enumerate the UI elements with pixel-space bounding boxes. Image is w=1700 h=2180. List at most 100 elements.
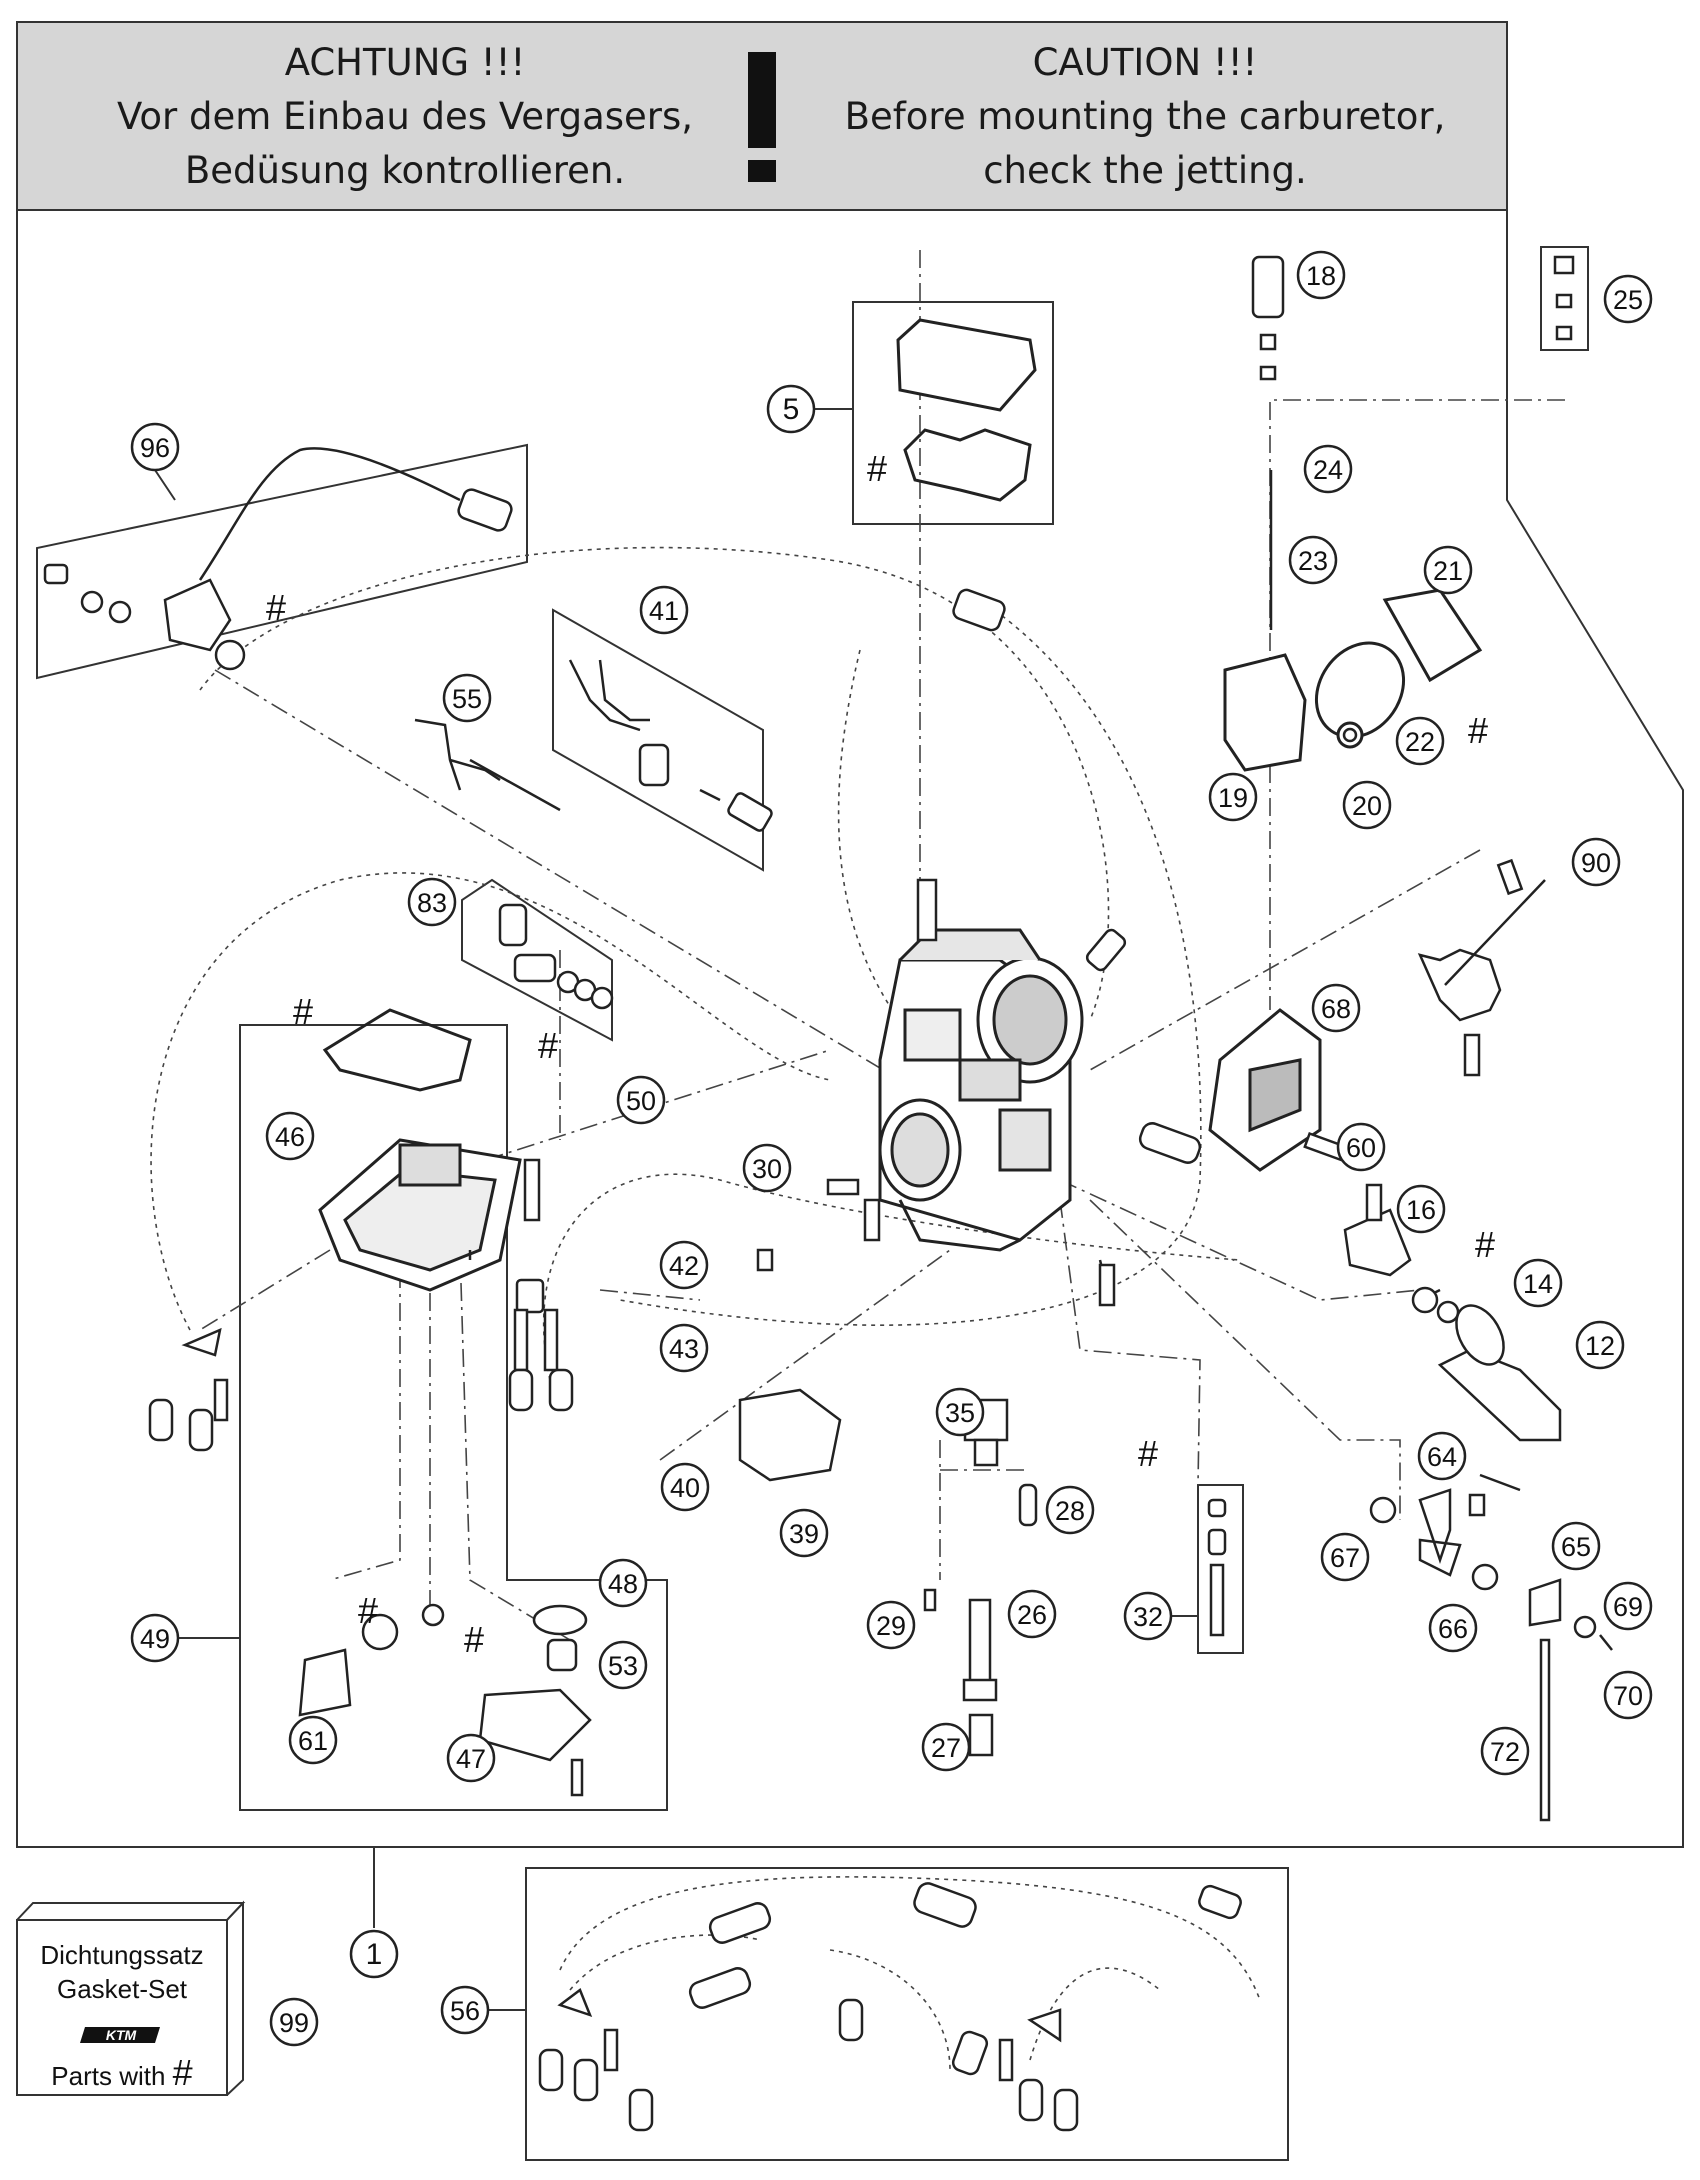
callout-circle: [1123, 1591, 1173, 1641]
callout-number: 24: [1313, 455, 1343, 485]
callout-number: 49: [140, 1624, 170, 1654]
callout-number: 27: [931, 1733, 961, 1763]
callout-circle: [766, 384, 816, 434]
sub-box-49: [178, 1024, 668, 1811]
gasket-set-parts-with: Parts with #: [17, 2055, 227, 2092]
callout-number: 68: [1321, 994, 1351, 1024]
callout-circle: [659, 1323, 709, 1373]
callout-39: 39: [779, 1508, 829, 1558]
callout-69: 69: [1603, 1581, 1653, 1631]
callout-46: 46: [265, 1111, 315, 1161]
callout-47: 47: [446, 1733, 496, 1783]
callout-68: 68: [1311, 983, 1361, 1033]
callout-99: 99: [269, 1997, 319, 2047]
callout-90: 90: [1571, 837, 1621, 887]
callout-number: 40: [670, 1473, 700, 1503]
callout-number: 47: [456, 1744, 486, 1774]
sub-box-32: [1171, 1484, 1244, 1654]
callout-42: 42: [659, 1240, 709, 1290]
callout-circle: [407, 877, 457, 927]
warning-german-line-2: Vor dem Einbau des Vergasers,: [116, 95, 694, 138]
callout-number: 29: [876, 1611, 906, 1641]
callout-49: 49: [130, 1613, 180, 1663]
ktm-logo: [80, 2027, 160, 2043]
callout-circle: [1311, 983, 1361, 1033]
callout-number: 43: [669, 1334, 699, 1364]
callout-circle: [1208, 772, 1258, 822]
callout-64: 64: [1417, 1431, 1467, 1481]
callout-70: 70: [1603, 1670, 1653, 1720]
callout-number: 99: [279, 2008, 309, 2038]
warning-english: CAUTION !!! Before mounting the carburet…: [810, 36, 1480, 198]
sub-box-5: [814, 301, 1054, 525]
callout-number: 64: [1427, 1442, 1457, 1472]
callout-number: 26: [1017, 1600, 1047, 1630]
sub-box-25: [1540, 246, 1589, 351]
callout-circle: [1571, 837, 1621, 887]
callout-23: 23: [1288, 535, 1338, 585]
callout-circle: [1342, 780, 1392, 830]
gasket-set-hash-mark: #: [1475, 1224, 1495, 1265]
callout-circle: [349, 1929, 399, 1979]
callout-circle: [598, 1558, 648, 1608]
callout-circle: [130, 1613, 180, 1663]
exclamation-bar: [748, 52, 776, 148]
callout-circle: [616, 1075, 666, 1125]
warning-banner: [16, 21, 1508, 211]
callout-circle: [442, 673, 492, 723]
warning-english-line-2: Before mounting the carburetor,: [844, 95, 1446, 138]
gasket-set-hash-mark: #: [1138, 1433, 1158, 1474]
callout-number: 61: [298, 1726, 328, 1756]
float-bowl-gasket: [322, 1008, 472, 1092]
parts-with-hash: #: [172, 2052, 193, 2093]
callout-circle: [1396, 1184, 1446, 1234]
callout-number: 28: [1055, 1496, 1085, 1526]
callout-circle: [935, 1387, 985, 1437]
callout-number: 66: [1438, 1614, 1468, 1644]
callout-number: 56: [450, 1996, 480, 2026]
callout-circle: [1296, 250, 1346, 300]
gasket-set-hash-mark: #: [358, 1590, 378, 1631]
vent-hose-paths: [150, 546, 1261, 2071]
callout-circle: [288, 1715, 338, 1765]
hose-kit-parts: [538, 1882, 1242, 2132]
callout-35: 35: [935, 1387, 985, 1437]
main-assembly-frame: [16, 210, 1684, 1848]
callout-number: 96: [140, 433, 170, 463]
callout-number: 70: [1613, 1681, 1643, 1711]
callout-number: 23: [1298, 546, 1328, 576]
float-bowl: [318, 1138, 522, 1292]
callout-number: 65: [1561, 1532, 1591, 1562]
callout-number: 42: [669, 1251, 699, 1281]
callout-circle: [1336, 1122, 1386, 1172]
misc-parts: [43, 255, 1613, 1822]
callout-circle: [1575, 1320, 1625, 1370]
throttle-position-sensor: [1208, 1008, 1322, 1172]
callout-12: 12: [1575, 1320, 1625, 1370]
callout-16: 16: [1396, 1184, 1446, 1234]
callout-circle: [1423, 545, 1473, 595]
callout-circle: [639, 585, 689, 635]
warning-german-line-1: ACHTUNG !!!: [284, 41, 526, 84]
accelerator-pump: [1223, 588, 1483, 772]
hose-routing-lines: [199, 250, 1565, 1641]
sub-box-96: [36, 443, 528, 680]
callout-circle: [1428, 1603, 1478, 1653]
sub-box-56: [489, 1867, 1289, 2161]
callout-number: 19: [1218, 783, 1248, 813]
hash-layer: #########: [266, 448, 1495, 1660]
parts-with-label: Parts with: [51, 2061, 166, 2091]
callout-29: 29: [866, 1600, 916, 1650]
ktm-logo-text: KTM: [105, 2027, 137, 2043]
callout-number: 53: [608, 1651, 638, 1681]
callout-circle: [1303, 444, 1353, 494]
callout-number: 14: [1523, 1269, 1553, 1299]
callout-67: 67: [1320, 1532, 1370, 1582]
callout-53: 53: [598, 1640, 648, 1690]
callout-61: 61: [288, 1715, 338, 1765]
gasket-set-box: [16, 1900, 246, 2096]
callout-number: 5: [783, 393, 800, 426]
warning-german: ACHTUNG !!! Vor dem Einbau des Vergasers…: [70, 36, 740, 198]
callout-circle: [921, 1722, 971, 1772]
